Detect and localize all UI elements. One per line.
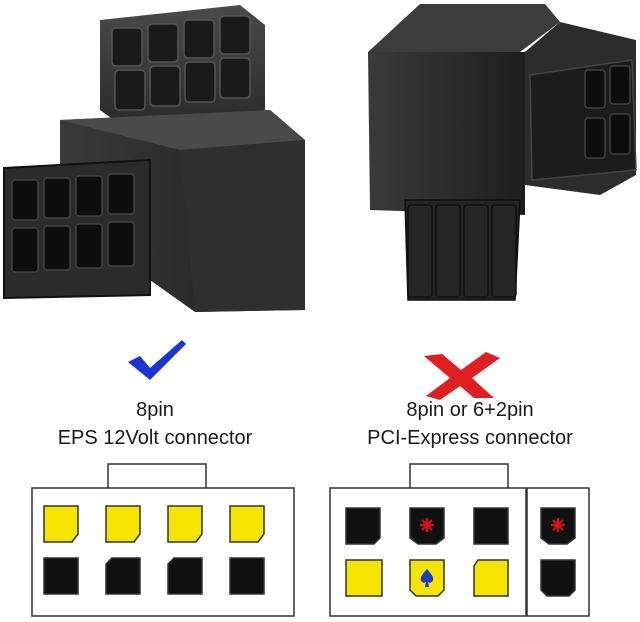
left-caption-line2: EPS 12Volt connector [57,427,253,449]
right-adapter-image [368,4,637,301]
eps-pin [167,505,203,543]
eps-pin [105,505,141,543]
pcie-2pin-housing [526,487,590,617]
asterisk-icon [551,518,565,532]
eps-pinout-diagram [31,463,295,617]
pcie-6pin-housing [329,487,527,617]
asterisk-icon [420,518,434,532]
eps-pin [43,505,79,543]
right-caption-line2: PCI-Express connector [367,427,573,449]
checkmark-icon [128,340,186,380]
eps-pin [229,505,265,543]
spade-icon [420,569,434,587]
eps-pin [229,557,265,595]
eps-pin [43,557,79,595]
cross-icon [424,352,500,400]
product-photo [3,4,637,312]
left-adapter-image [3,5,305,312]
eps-pin [105,557,141,595]
pcie-pin [473,507,509,545]
eps-pin [167,557,203,595]
pcie-latch [409,463,509,488]
pcie-pin [540,559,576,597]
pcie-pin [473,559,509,597]
right-caption-line1: 8pin or 6+2pin [406,399,534,421]
pcie-pin [345,507,381,545]
pcie-pin [345,559,383,597]
eps-latch [107,463,207,488]
left-caption-line1: 8pin [136,399,174,421]
pcie-pinout-diagram [329,463,590,617]
